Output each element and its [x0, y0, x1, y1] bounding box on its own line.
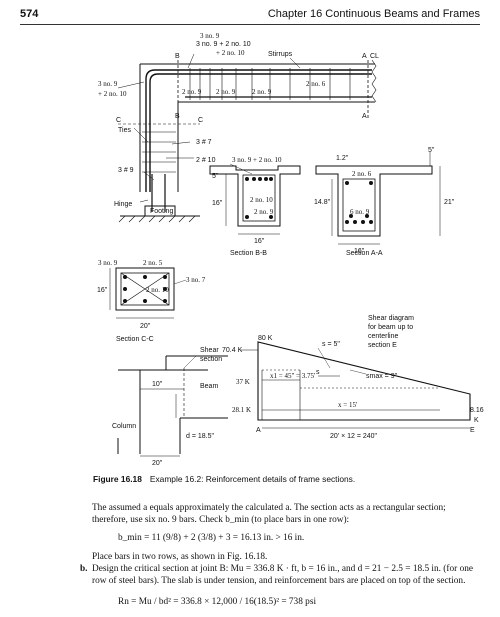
- a-mark-bot: A: [362, 113, 367, 120]
- paragraph-1: The assumed a equals approximately the c…: [92, 503, 446, 525]
- bar-2no9-a: 2 no. 9: [182, 88, 202, 96]
- bar-2no10-label: 2 # 10: [196, 157, 216, 164]
- sd-s5: s = 5": [322, 341, 340, 348]
- dim-10: 10": [152, 381, 163, 388]
- seccc-mid: 2 no. 10: [146, 286, 169, 294]
- secaa-bot: 6 no. 9: [350, 208, 370, 216]
- bar-2no6: 2 no. 6: [306, 80, 326, 88]
- chapter-title: Chapter 16 Continuous Beams and Frames: [267, 8, 480, 20]
- cl-mark: CL: [370, 53, 379, 60]
- sd-len: 20' × 12 = 240": [330, 433, 378, 440]
- section-a-a: [315, 152, 441, 245]
- sd-note3: centerline: [368, 333, 398, 340]
- secbb-h: 16": [212, 200, 223, 207]
- dim-20: 20": [152, 460, 163, 467]
- stirrups-label: Stirrups: [268, 51, 293, 58]
- bar-3no7-label: 3 # 7: [196, 139, 212, 146]
- secaa-w: 16": [354, 248, 365, 255]
- column-label: Column: [112, 423, 136, 430]
- hinge-label: Hinge: [114, 201, 132, 208]
- secaa-top: 2 no. 6: [352, 170, 372, 178]
- page-number: 574: [20, 8, 39, 20]
- seccc-right: 3 no. 7: [186, 276, 206, 284]
- header-rule: [20, 24, 480, 25]
- sd-816: 8.16: [470, 407, 484, 414]
- secaa-h: 14.8": [314, 199, 331, 206]
- sd-816-k: K: [474, 417, 479, 424]
- sd-note2: for beam up to: [368, 324, 413, 331]
- section-b-b: [209, 163, 301, 235]
- seccc-bars1: 3 no. 9: [98, 259, 118, 267]
- sd-704k: 70.4 K: [222, 347, 243, 354]
- paragraph-2: Place bars in two rows, as shown in Fig.…: [92, 552, 268, 562]
- secbb-cov: 5": [212, 173, 219, 180]
- item-b-label: b.: [80, 564, 88, 574]
- a-mark-top: A: [362, 53, 367, 60]
- sd-x: x = 15': [338, 401, 357, 409]
- paragraph-3-text: Design the critical section at joint B: …: [92, 564, 473, 586]
- shear-section-label2: section: [200, 356, 222, 363]
- b-mark-top: B: [175, 53, 180, 60]
- caption-label: Figure 16.18: [93, 474, 142, 484]
- left-bars-label1: 3 no. 9: [98, 80, 118, 88]
- top-bars-label: 3 no. 9 + 2 no. 10: [196, 41, 251, 48]
- secbb-title: Section B-B: [230, 250, 267, 257]
- secbb-mid: 2 no. 10: [250, 196, 273, 204]
- secaa-cov: 1.2": [336, 155, 349, 162]
- dim-d: d = 18.5": [186, 433, 214, 440]
- secbb-bot: 2 no. 9: [254, 208, 274, 216]
- frame-elevation: [117, 53, 377, 223]
- top-bars-label1: 3 no. 9: [200, 32, 220, 40]
- sd-281k: 28.1 K: [232, 406, 251, 414]
- sd-37k: 37 K: [236, 378, 250, 386]
- footing-label: Footing: [150, 208, 173, 215]
- equation-rn: Rn = Mu / bd² = 336.8 × 12,000 / 16(18.5…: [118, 597, 317, 607]
- secbb-top: 3 no. 9 + 2 no. 10: [232, 156, 282, 164]
- c-mark-right: C: [198, 117, 203, 124]
- page-header: 574 Chapter 16 Continuous Beams and Fram…: [20, 8, 480, 26]
- secaa-cov2: 5": [428, 147, 435, 154]
- b-mark-bot: B: [175, 113, 180, 120]
- secaa-title: Section A-A: [346, 250, 383, 257]
- sd-note4: section E: [368, 342, 397, 349]
- sd-e: E: [470, 427, 475, 434]
- paragraph-3: b. Design the critical section at joint …: [80, 563, 480, 587]
- section-c-c: [109, 267, 187, 319]
- seccc-title: Section C-C: [116, 336, 154, 343]
- bar-2no9-b: 2 no. 9: [216, 88, 236, 96]
- ties-label: Ties: [118, 127, 131, 134]
- figure-16-18: 3 no. 9 + 2 no. 10 + 2 no. 10 3 no. 9 3 …: [97, 32, 484, 467]
- sd-a: A: [256, 427, 261, 434]
- sd-note1: Shear diagram: [368, 315, 414, 322]
- sd-s: s: [316, 369, 320, 376]
- bar-2no9-c: 2 no. 9: [252, 88, 272, 96]
- equation-bmin: b_min = 11 (9/8) + 2 (3/8) + 3 = 16.13 i…: [118, 533, 305, 543]
- shear-section-label1: Shear: [200, 347, 219, 354]
- left-bars-label2: + 2 no. 10: [98, 90, 127, 98]
- secbb-w: 16": [254, 238, 265, 245]
- c-mark-left: C: [116, 117, 121, 124]
- shear-section-detail: [117, 355, 228, 457]
- sd-smax: smax = 9": [366, 373, 398, 380]
- shear-diagram: [240, 341, 471, 429]
- seccc-bars2: 2 no. 5: [143, 259, 163, 267]
- beam-label: Beam: [200, 383, 218, 390]
- caption-text: Example 16.2: Reinforcement details of f…: [149, 474, 356, 484]
- seccc-h: 16": [97, 287, 108, 294]
- sd-x1: x1 = 45" = 3.75': [270, 372, 315, 380]
- seccc-w: 20": [140, 323, 151, 330]
- sd-80k: 80 K: [258, 335, 273, 342]
- secaa-h2: 21": [444, 199, 455, 206]
- bar-3no9-label: 3 # 9: [118, 167, 134, 174]
- top-bars-label2: + 2 no. 10: [216, 49, 245, 57]
- figure-caption: Figure 16.18 Example 16.2: Reinforcement …: [93, 474, 355, 484]
